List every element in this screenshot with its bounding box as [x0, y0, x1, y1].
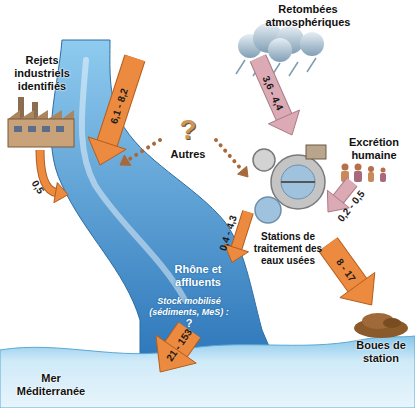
flux-value: 6,1 - 8,2	[108, 87, 130, 125]
question-mark: ?	[160, 116, 216, 144]
factory-window	[28, 126, 36, 132]
flux-value: 3,6 - 4,4	[261, 74, 286, 112]
arrow-shaft	[127, 140, 160, 161]
atmosphere-cloud: Retombées atmosphériques	[118, 0, 350, 58]
unknown-source: ? Autres	[160, 116, 216, 164]
arrow-outline	[328, 244, 359, 287]
factory-window	[56, 126, 64, 132]
person-head	[355, 164, 362, 171]
person-head	[342, 164, 349, 171]
flux-arrow	[258, 58, 300, 135]
source-label: Rejets industriels identifiés	[4, 54, 80, 94]
rain-line	[236, 60, 245, 74]
sludge-pile	[383, 318, 401, 328]
factory-building	[8, 119, 74, 147]
arrow-outline	[258, 58, 285, 119]
plant-basin	[255, 197, 281, 223]
source-label: Autres	[160, 148, 216, 161]
person-head	[368, 166, 374, 172]
sea-node: Mer Méditerranée	[0, 372, 415, 408]
stock-label: Stock mobilisé (sédiments, MeS) :	[146, 296, 232, 318]
person-body	[380, 173, 386, 182]
person-body	[354, 171, 362, 182]
plant-basin	[281, 165, 315, 199]
dotted-arrow	[216, 140, 248, 177]
flux-value: 21 - 153	[164, 327, 194, 363]
flux-arrow	[328, 244, 375, 305]
sink-label: Mer Méditerranée	[14, 372, 88, 398]
treatment-plant: Stations de traitement des eaux usées	[248, 135, 328, 275]
sea-area	[0, 336, 415, 408]
arrow-head	[268, 110, 299, 135]
arrow-head	[54, 183, 68, 203]
arrow-shaft	[258, 58, 285, 119]
arrow-head	[88, 137, 126, 165]
stock-value: ?	[146, 317, 232, 330]
arrow-head	[238, 166, 248, 177]
flux-value: 0,4 - 4,3	[217, 214, 239, 252]
dotted-arrow	[120, 140, 160, 165]
person-head	[381, 168, 386, 173]
plant-bridge	[281, 181, 315, 183]
plant-tank	[253, 149, 275, 171]
person-body	[368, 172, 374, 182]
arrow-head	[120, 155, 131, 165]
sink-label: Boues de station	[350, 339, 412, 365]
source-label: Retombées atmosphériques	[260, 3, 356, 29]
flux-arrow	[40, 150, 68, 203]
river-node: Rhône et affluentsStock mobilisé (sédime…	[68, 165, 232, 330]
flux-value: 8 - 17	[334, 256, 358, 283]
rain-line	[307, 58, 316, 72]
source-label: Excrétion humaine	[336, 136, 412, 162]
cloud-puff	[268, 38, 292, 62]
sludge-node: Boues de station	[350, 305, 412, 367]
factory-window	[14, 126, 22, 132]
arrow-shaft	[216, 140, 243, 171]
industry-node: Rejets industriels identifiés	[2, 52, 82, 150]
cloud-puff	[300, 32, 324, 56]
flux-value: 0,2 - 0,5	[335, 188, 366, 224]
rain-line	[289, 62, 298, 76]
flux-value: 0,5	[29, 178, 46, 196]
factory-roof	[8, 110, 74, 119]
arrow-shaft	[328, 244, 359, 287]
flux-arrow	[88, 58, 135, 165]
human-node: Excrétion humaine	[336, 136, 412, 182]
plant-building	[306, 145, 326, 159]
plant-label: Stations de traitement des eaux usées	[246, 231, 330, 267]
factory-window	[42, 126, 50, 132]
river-band	[51, 40, 280, 372]
river-label: Rhône et affluents	[170, 263, 226, 289]
plant-tank	[271, 155, 325, 209]
arrow-shaft	[106, 58, 134, 145]
arrow-outline	[106, 58, 134, 145]
